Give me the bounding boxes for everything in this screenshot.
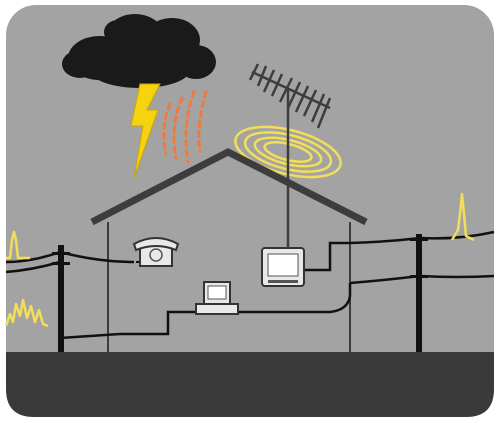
storm-cloud-icon bbox=[62, 14, 216, 88]
surge-spike-left-bottom bbox=[4, 298, 49, 328]
tv-antenna-icon bbox=[248, 63, 332, 248]
house-roof bbox=[90, 148, 368, 226]
surge-spike-left-top bbox=[6, 230, 30, 260]
ground bbox=[6, 352, 494, 417]
surge-spike-right bbox=[450, 192, 475, 242]
sky-background bbox=[6, 5, 494, 417]
lightning-bolt-icon bbox=[130, 83, 161, 179]
telephone-icon bbox=[132, 237, 180, 267]
antenna-field-icon bbox=[234, 125, 342, 179]
radiation-waves-icon bbox=[162, 90, 208, 164]
computer-icon bbox=[195, 281, 239, 315]
surge-spikes bbox=[4, 192, 475, 328]
utility-pole-icon bbox=[52, 234, 428, 352]
television-icon bbox=[261, 247, 305, 287]
